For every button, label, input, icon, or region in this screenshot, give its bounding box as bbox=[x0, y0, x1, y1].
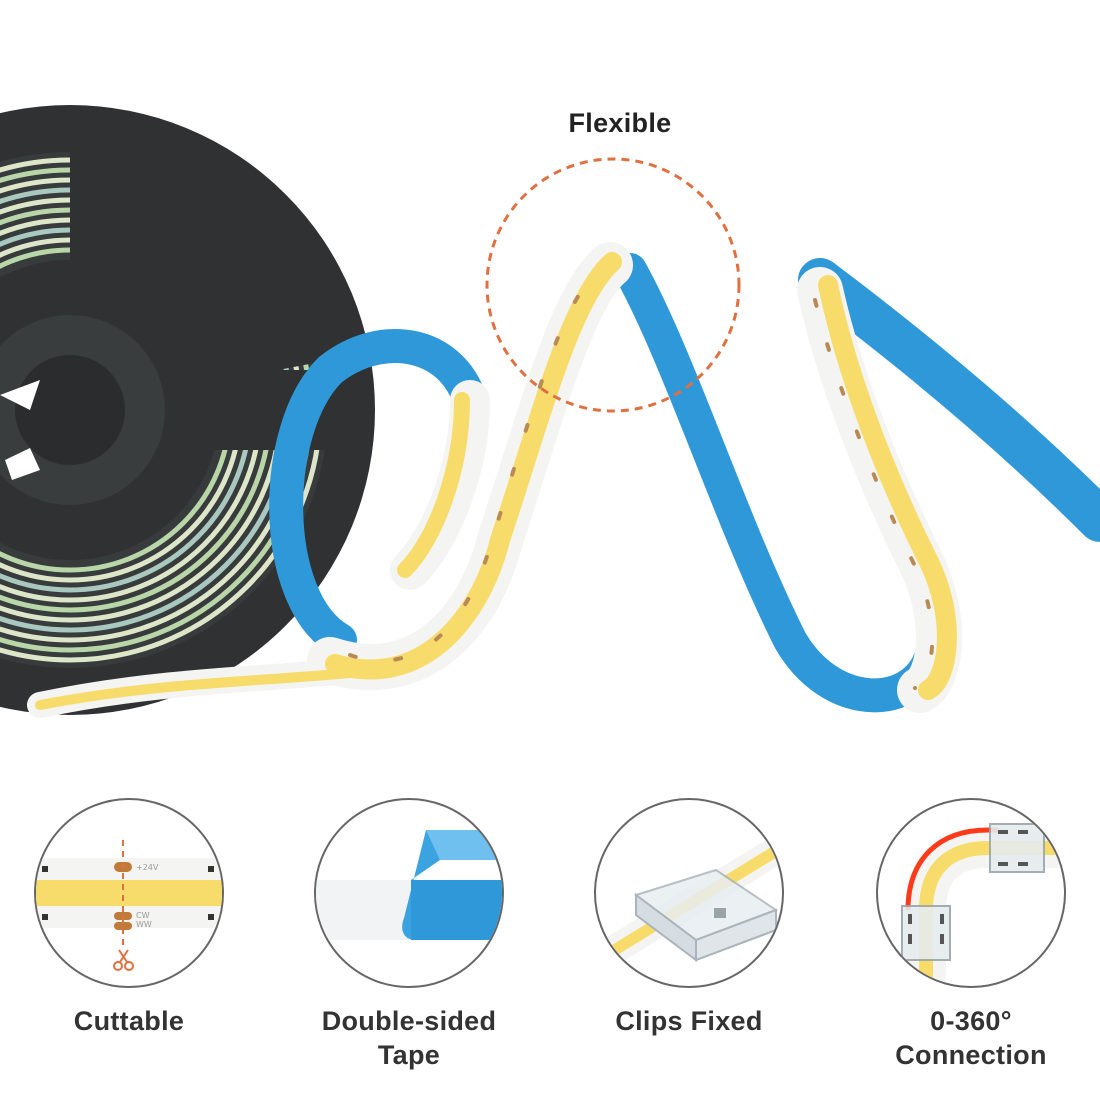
feature-label: Double-sided Tape bbox=[321, 1006, 497, 1070]
led-strip-ribbon bbox=[27, 242, 1100, 718]
svg-text:WW: WW bbox=[136, 920, 152, 929]
clip-icon bbox=[596, 830, 782, 975]
scissors-icon bbox=[113, 949, 134, 971]
led-strip-hero-illustration bbox=[0, 105, 1100, 718]
flexible-callout-circle bbox=[485, 157, 741, 413]
feature-double-sided-tape: Double-sided Tape bbox=[314, 798, 504, 1072]
feature-label: Clips Fixed bbox=[615, 1006, 763, 1036]
feature-clip-image bbox=[594, 798, 784, 988]
feature-clips-fixed: Clips Fixed bbox=[594, 798, 784, 1038]
cut-strip-illustration: +24V CW WW bbox=[36, 840, 222, 971]
feature-connection: 0-360° Connection bbox=[876, 798, 1066, 1072]
feature-label: 0-360° Connection bbox=[895, 1006, 1047, 1070]
tape-icon bbox=[316, 830, 502, 940]
svg-text:CW: CW bbox=[136, 911, 150, 920]
reel-illustration bbox=[0, 105, 375, 715]
feature-tape-image bbox=[314, 798, 504, 988]
feature-cuttable-image: +24V CW WW bbox=[34, 798, 224, 988]
feature-cuttable: +24V CW WW Cuttable bbox=[34, 798, 224, 1038]
svg-text:+24V: +24V bbox=[136, 863, 159, 872]
flexible-label: Flexible bbox=[568, 108, 672, 138]
connector-icon bbox=[901, 823, 1064, 986]
feature-connector-image bbox=[876, 798, 1066, 988]
feature-label: Cuttable bbox=[73, 1006, 185, 1036]
